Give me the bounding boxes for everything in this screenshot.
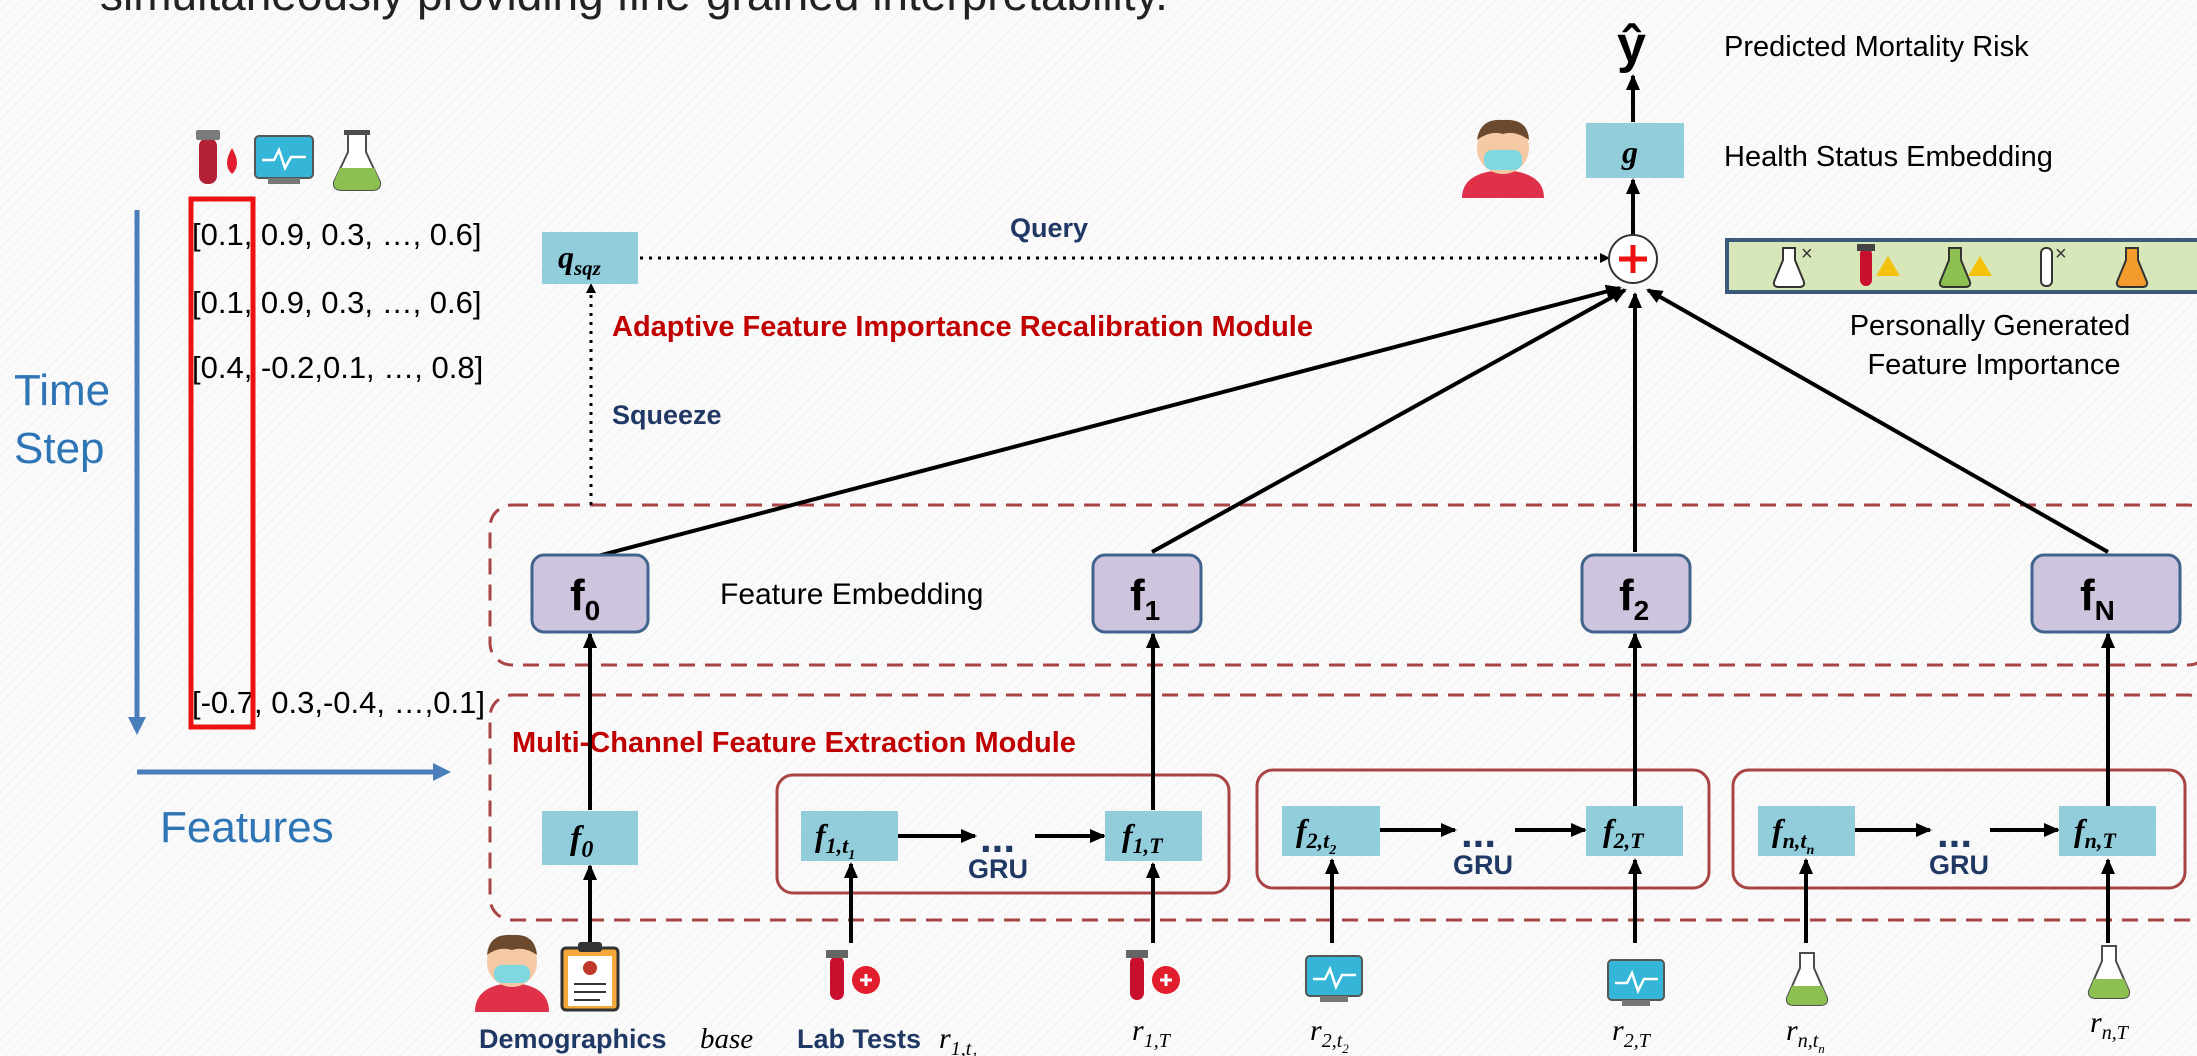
plus-node — [1608, 234, 1658, 284]
extract-node: fn,tn — [1758, 806, 1855, 858]
blood-tube-icon — [196, 130, 220, 184]
svg-text:f2,t2: f2,t2 — [1296, 812, 1336, 858]
features-label: Features — [160, 803, 334, 852]
x-mark-icon: × — [1801, 243, 1813, 265]
g-node: g — [1586, 123, 1684, 178]
matrix-row: [0.1, 0.9, 0.3, …, 0.6] — [192, 217, 482, 252]
matrix-row: [0.4, -0.2,0.1, …, 0.8] — [192, 350, 483, 385]
gru-label: GRU — [1453, 850, 1513, 880]
matrix-row: [0.1, 0.9, 0.3, …, 0.6] — [192, 285, 482, 320]
gru-label: GRU — [1929, 850, 1989, 880]
q-sqz-node: qsqz — [542, 232, 638, 284]
feature-importance-strip: × × — [1725, 238, 2197, 294]
r-label: r1,T — [1132, 1014, 1172, 1052]
afirm-label: Adaptive Feature Importance Recalibratio… — [612, 311, 1313, 343]
gru-label: GRU — [968, 854, 1028, 884]
r-label: rn,tn — [1786, 1014, 1825, 1056]
monitor-icon — [1607, 959, 1665, 1006]
svg-text:f0: f0 — [570, 820, 593, 863]
base-label: base — [700, 1023, 753, 1055]
matrix-row: [-0.7, 0.3,-0.4, …,0.1] — [192, 685, 485, 720]
svg-text:f2,T: f2,T — [1603, 812, 1645, 853]
svg-text:g: g — [1621, 134, 1638, 170]
extract-node: f2,t2 — [1282, 806, 1380, 858]
monitor-icon — [1305, 955, 1363, 1002]
feature-node-f2: f2 — [1580, 553, 1692, 634]
extract-node: f2,T — [1586, 806, 1683, 856]
gru-dots: ... — [980, 814, 1015, 861]
left-icons — [196, 130, 382, 191]
gru-dots: ... — [1937, 809, 1972, 856]
extract-node: fn,T — [2059, 806, 2156, 856]
mcfe-region — [488, 693, 2197, 922]
extract-node-base: f0 — [542, 811, 638, 865]
warning-icon — [1876, 256, 1900, 276]
patient-avatar-icon — [1462, 119, 1544, 198]
lab-test-icon — [826, 950, 880, 1000]
extract-node: f1,t1 — [801, 811, 898, 863]
test-tube-outline-icon — [2040, 247, 2053, 287]
gru-group-3 — [1731, 768, 2187, 890]
attention-arrow — [1646, 288, 2109, 554]
svg-text:fN: fN — [2080, 571, 2115, 626]
flask-icon — [332, 130, 382, 191]
blood-tube-icon — [1857, 244, 1875, 286]
gru-dots: ... — [1461, 809, 1496, 856]
svg-text:fn,T: fn,T — [2074, 812, 2117, 853]
query-label: Query — [1010, 213, 1088, 243]
svg-text:f2: f2 — [1619, 571, 1649, 626]
top-caption: simultaneously providing fine-grained in… — [100, 0, 1168, 20]
feature-column-highlight — [188, 196, 256, 730]
r-label: r2,T — [1612, 1014, 1652, 1052]
svg-text:f1: f1 — [1130, 571, 1160, 626]
extract-node: f1,T — [1105, 811, 1202, 861]
monitor-icon — [254, 135, 314, 184]
svg-text:f1,t1: f1,t1 — [815, 817, 855, 863]
demographics-label: Demographics — [479, 1024, 667, 1054]
patient-avatar-icon — [475, 934, 549, 1012]
feature-embedding-region — [488, 503, 2197, 667]
svg-text:f1,T: f1,T — [1122, 817, 1164, 858]
flask-outline-icon — [1772, 247, 1806, 288]
attention-arrow — [1151, 288, 1627, 554]
flask-icon — [2087, 945, 2131, 999]
flask-green-icon — [1938, 247, 1972, 288]
r-label: rn,T — [2090, 1006, 2130, 1044]
squeeze-label: Squeeze — [612, 400, 722, 430]
gru-group-2 — [1255, 768, 1711, 890]
gru-group-1 — [775, 773, 1231, 895]
r-label: r2,t2 — [1310, 1014, 1349, 1056]
health-embedding-label: Health Status Embedding — [1724, 141, 2053, 173]
svg-text:f0: f0 — [570, 571, 600, 626]
blood-drop-icon — [227, 148, 237, 174]
r-label: r1,t1 — [939, 1022, 978, 1056]
x-mark-icon: × — [2055, 243, 2067, 265]
clipboard-icon — [560, 942, 620, 1012]
feature-node-f0: f0 — [530, 553, 650, 634]
y-hat-label: ŷ — [1617, 16, 1646, 74]
svg-text:fn,tn: fn,tn — [1772, 812, 1815, 858]
svg-text:qsqz: qsqz — [558, 239, 602, 280]
feature-embedding-label: Feature Embedding — [720, 578, 984, 611]
feature-node-fN: fN — [2030, 553, 2182, 634]
warning-icon — [1968, 256, 1992, 276]
time-step-label: Time Step — [14, 366, 122, 473]
flask-orange-icon — [2115, 247, 2149, 288]
flask-icon — [1785, 952, 1829, 1006]
attention-arrow — [589, 284, 1622, 560]
pgfi-label: Personally Generated Feature Importance — [1850, 310, 2139, 381]
predicted-risk-label: Predicted Mortality Risk — [1724, 31, 2029, 63]
feature-node-f1: f1 — [1091, 553, 1203, 634]
lab-tests-label: Lab Tests — [797, 1024, 921, 1054]
mcfe-label: Multi-Channel Feature Extraction Module — [512, 727, 1076, 759]
lab-test-icon — [1126, 950, 1180, 1000]
